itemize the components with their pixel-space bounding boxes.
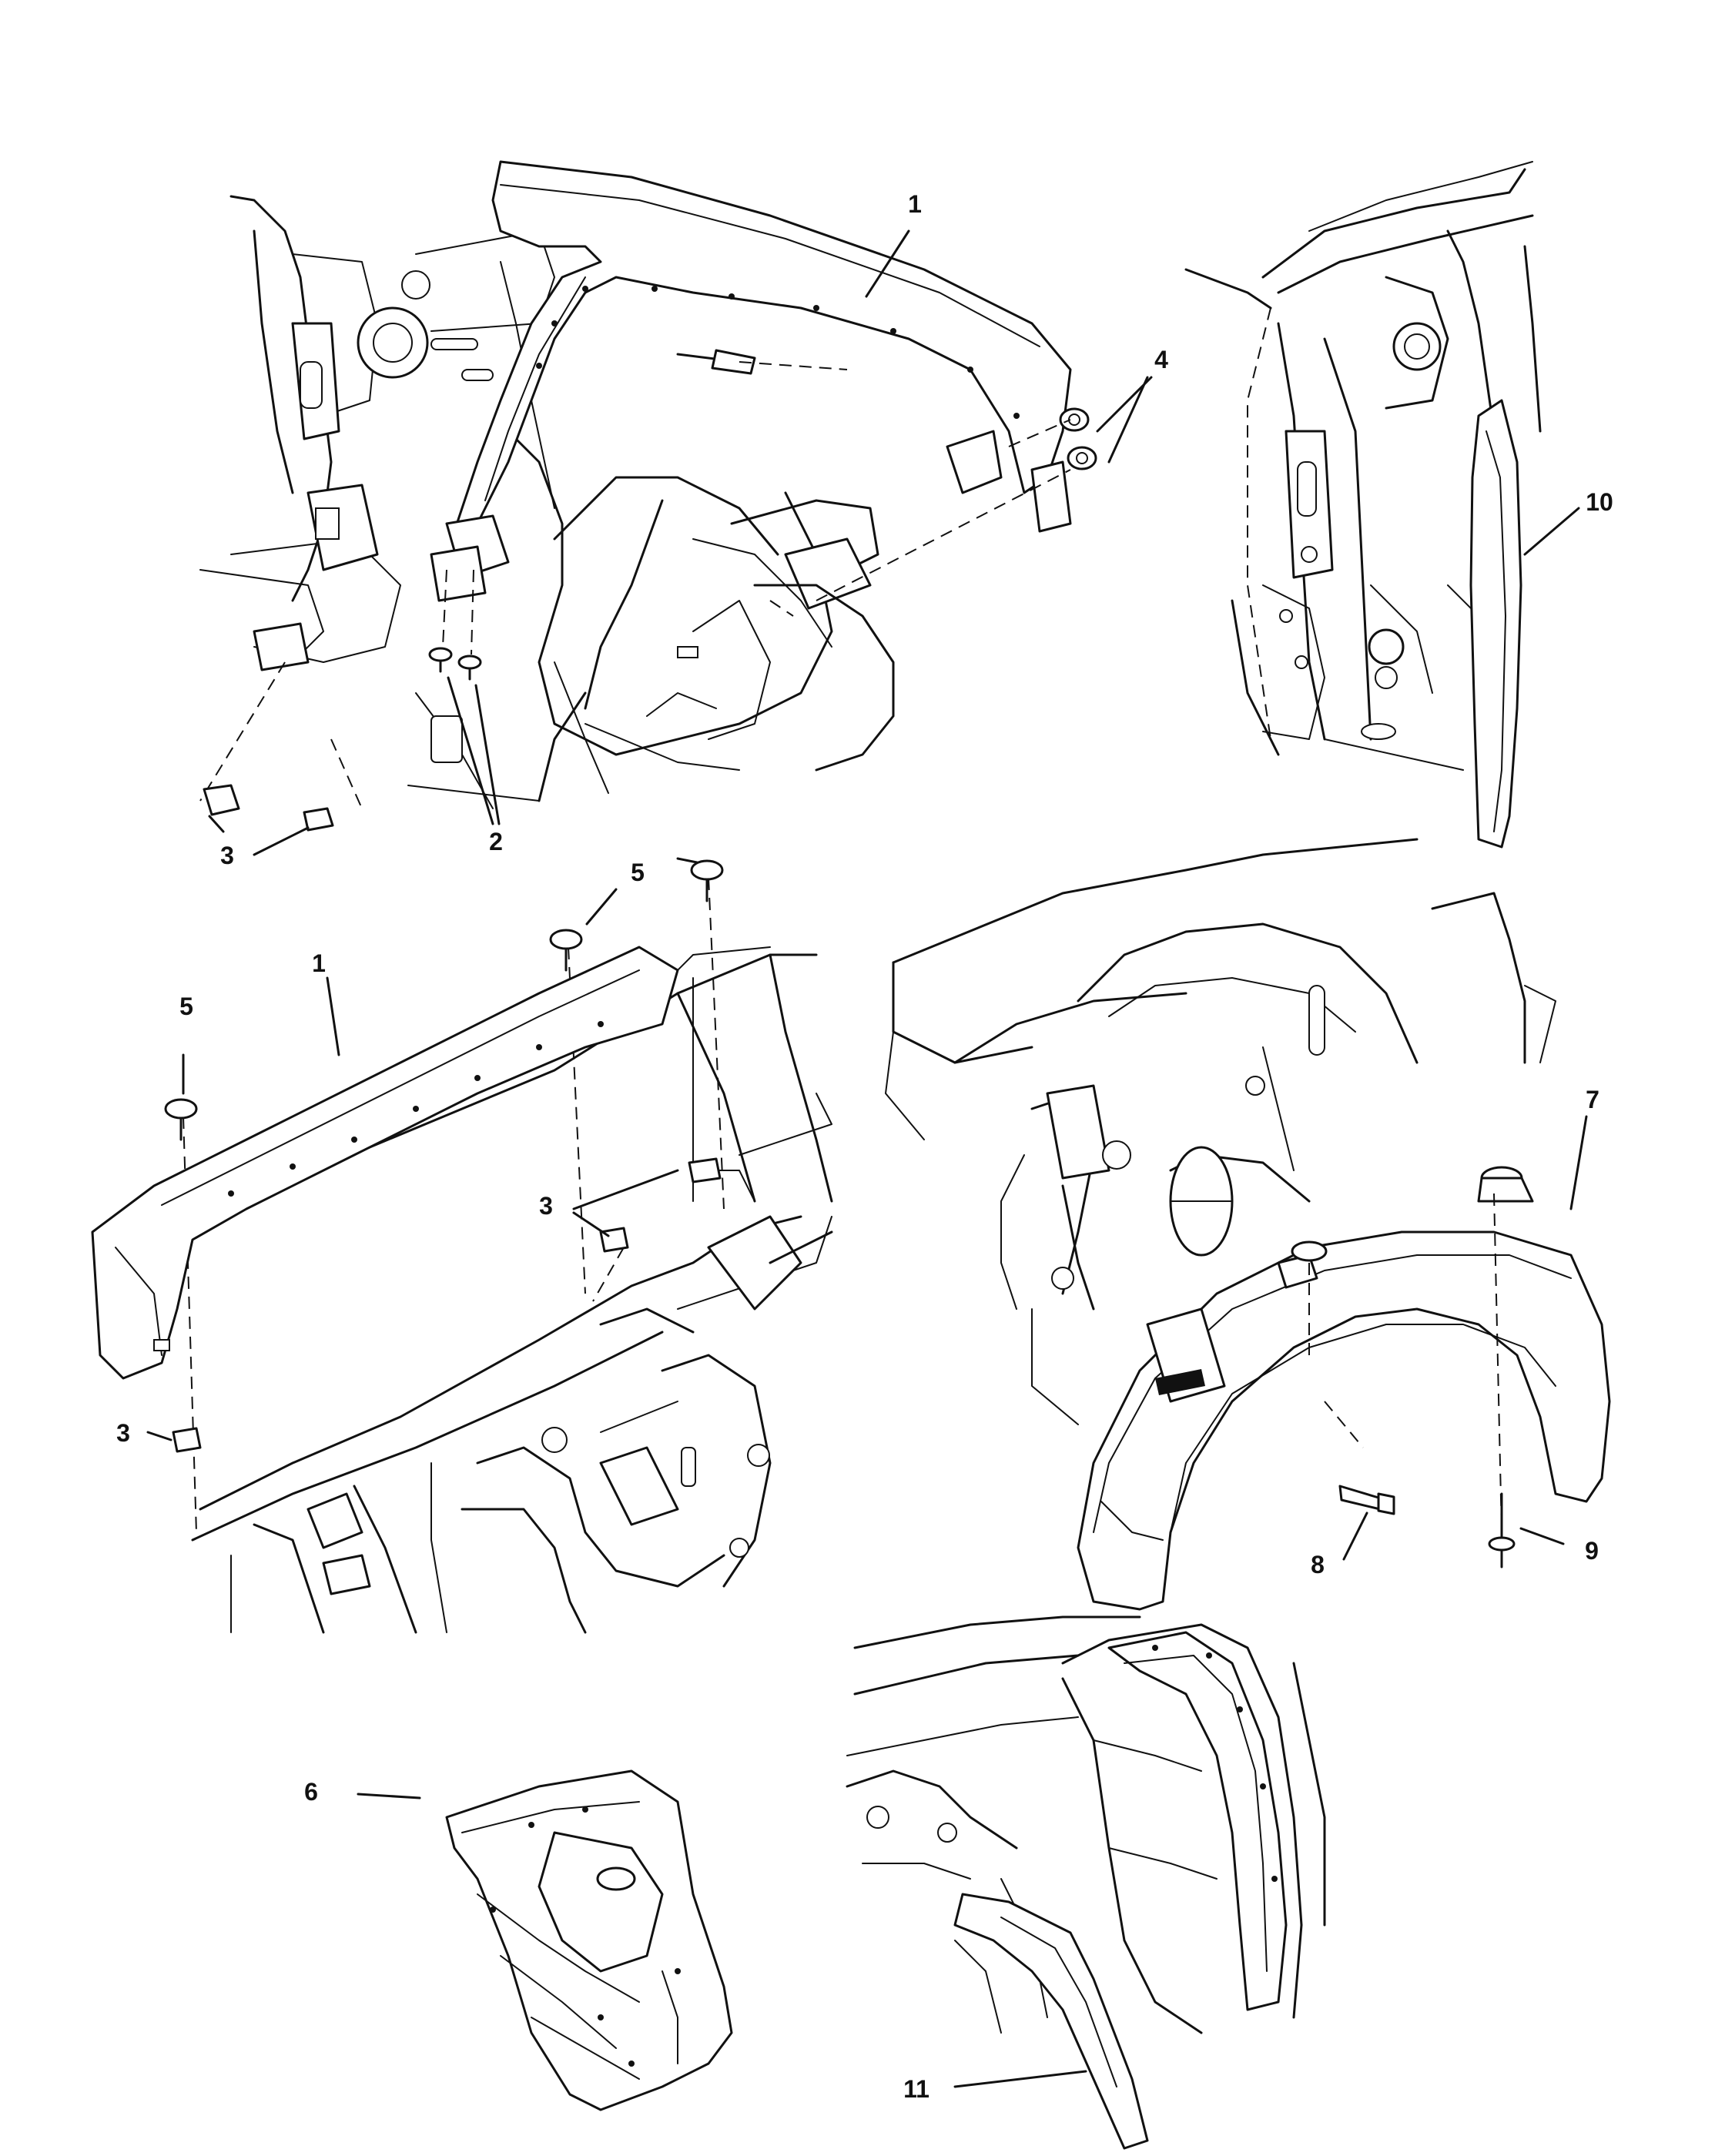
callout-7: 7 <box>1586 1086 1599 1113</box>
callout-10: 10 <box>1586 488 1613 516</box>
callout-1-top: 1 <box>908 190 922 218</box>
nut-4-b <box>1067 446 1097 470</box>
callout-1-mid: 1 <box>312 949 326 977</box>
screw-8 <box>1338 1485 1395 1515</box>
view-splash-shield <box>357 1769 733 2111</box>
push-pin-5-b <box>549 929 583 972</box>
clip-3-a <box>203 784 240 816</box>
callout-9: 9 <box>1585 1537 1599 1565</box>
callout-3-mid: 3 <box>539 1192 553 1220</box>
callout-2: 2 <box>489 828 503 855</box>
callout-3-low: 3 <box>116 1419 130 1447</box>
push-pin-2-a <box>428 647 453 673</box>
clip-3-c <box>688 1157 722 1183</box>
view-rear-shield <box>1184 161 1580 849</box>
callout-4: 4 <box>1154 346 1168 373</box>
callout-5-a: 5 <box>631 859 645 886</box>
push-pin-5-c <box>690 859 724 902</box>
callout-5-b: 5 <box>179 993 193 1020</box>
callout-6: 6 <box>304 1778 318 1806</box>
view-front-fender-flare <box>91 857 833 1634</box>
callout-8: 8 <box>1311 1551 1325 1578</box>
push-pin-2-b <box>457 654 482 681</box>
clip-3-e <box>172 1427 202 1453</box>
clip-3-b <box>303 807 334 832</box>
view-rear-flare <box>846 1615 1326 2150</box>
callout-labels: 1 4 10 2 3 5 5 1 7 3 3 8 9 6 11 <box>116 190 1613 2103</box>
push-pin-5-a <box>164 1098 198 1141</box>
callout-3-top: 3 <box>220 842 234 869</box>
view-front-fender-top <box>199 160 1153 856</box>
view-wheelhouse-liner <box>885 838 1611 1611</box>
callout-11: 11 <box>903 2075 929 2103</box>
push-pin-9 <box>1488 1492 1516 1568</box>
nut-4-a <box>1059 407 1090 432</box>
